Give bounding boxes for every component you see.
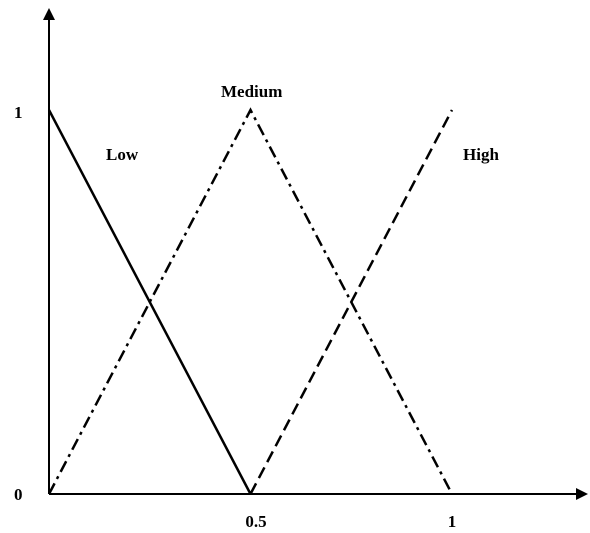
y-tick-label-1: 1 bbox=[14, 103, 23, 122]
series-label-high: High bbox=[463, 145, 499, 164]
series-line-high bbox=[249, 109, 454, 495]
y-tick-label-0: 0 bbox=[14, 485, 23, 504]
series-label-medium: Medium bbox=[221, 82, 282, 101]
series-line-medium bbox=[47, 107, 454, 495]
series-line-low bbox=[47, 109, 252, 495]
series-label-low: Low bbox=[106, 145, 139, 164]
series-layer bbox=[47, 107, 454, 495]
x-tick-label-0-5: 0.5 bbox=[245, 512, 266, 531]
x-tick-label-1: 1 bbox=[448, 512, 457, 531]
